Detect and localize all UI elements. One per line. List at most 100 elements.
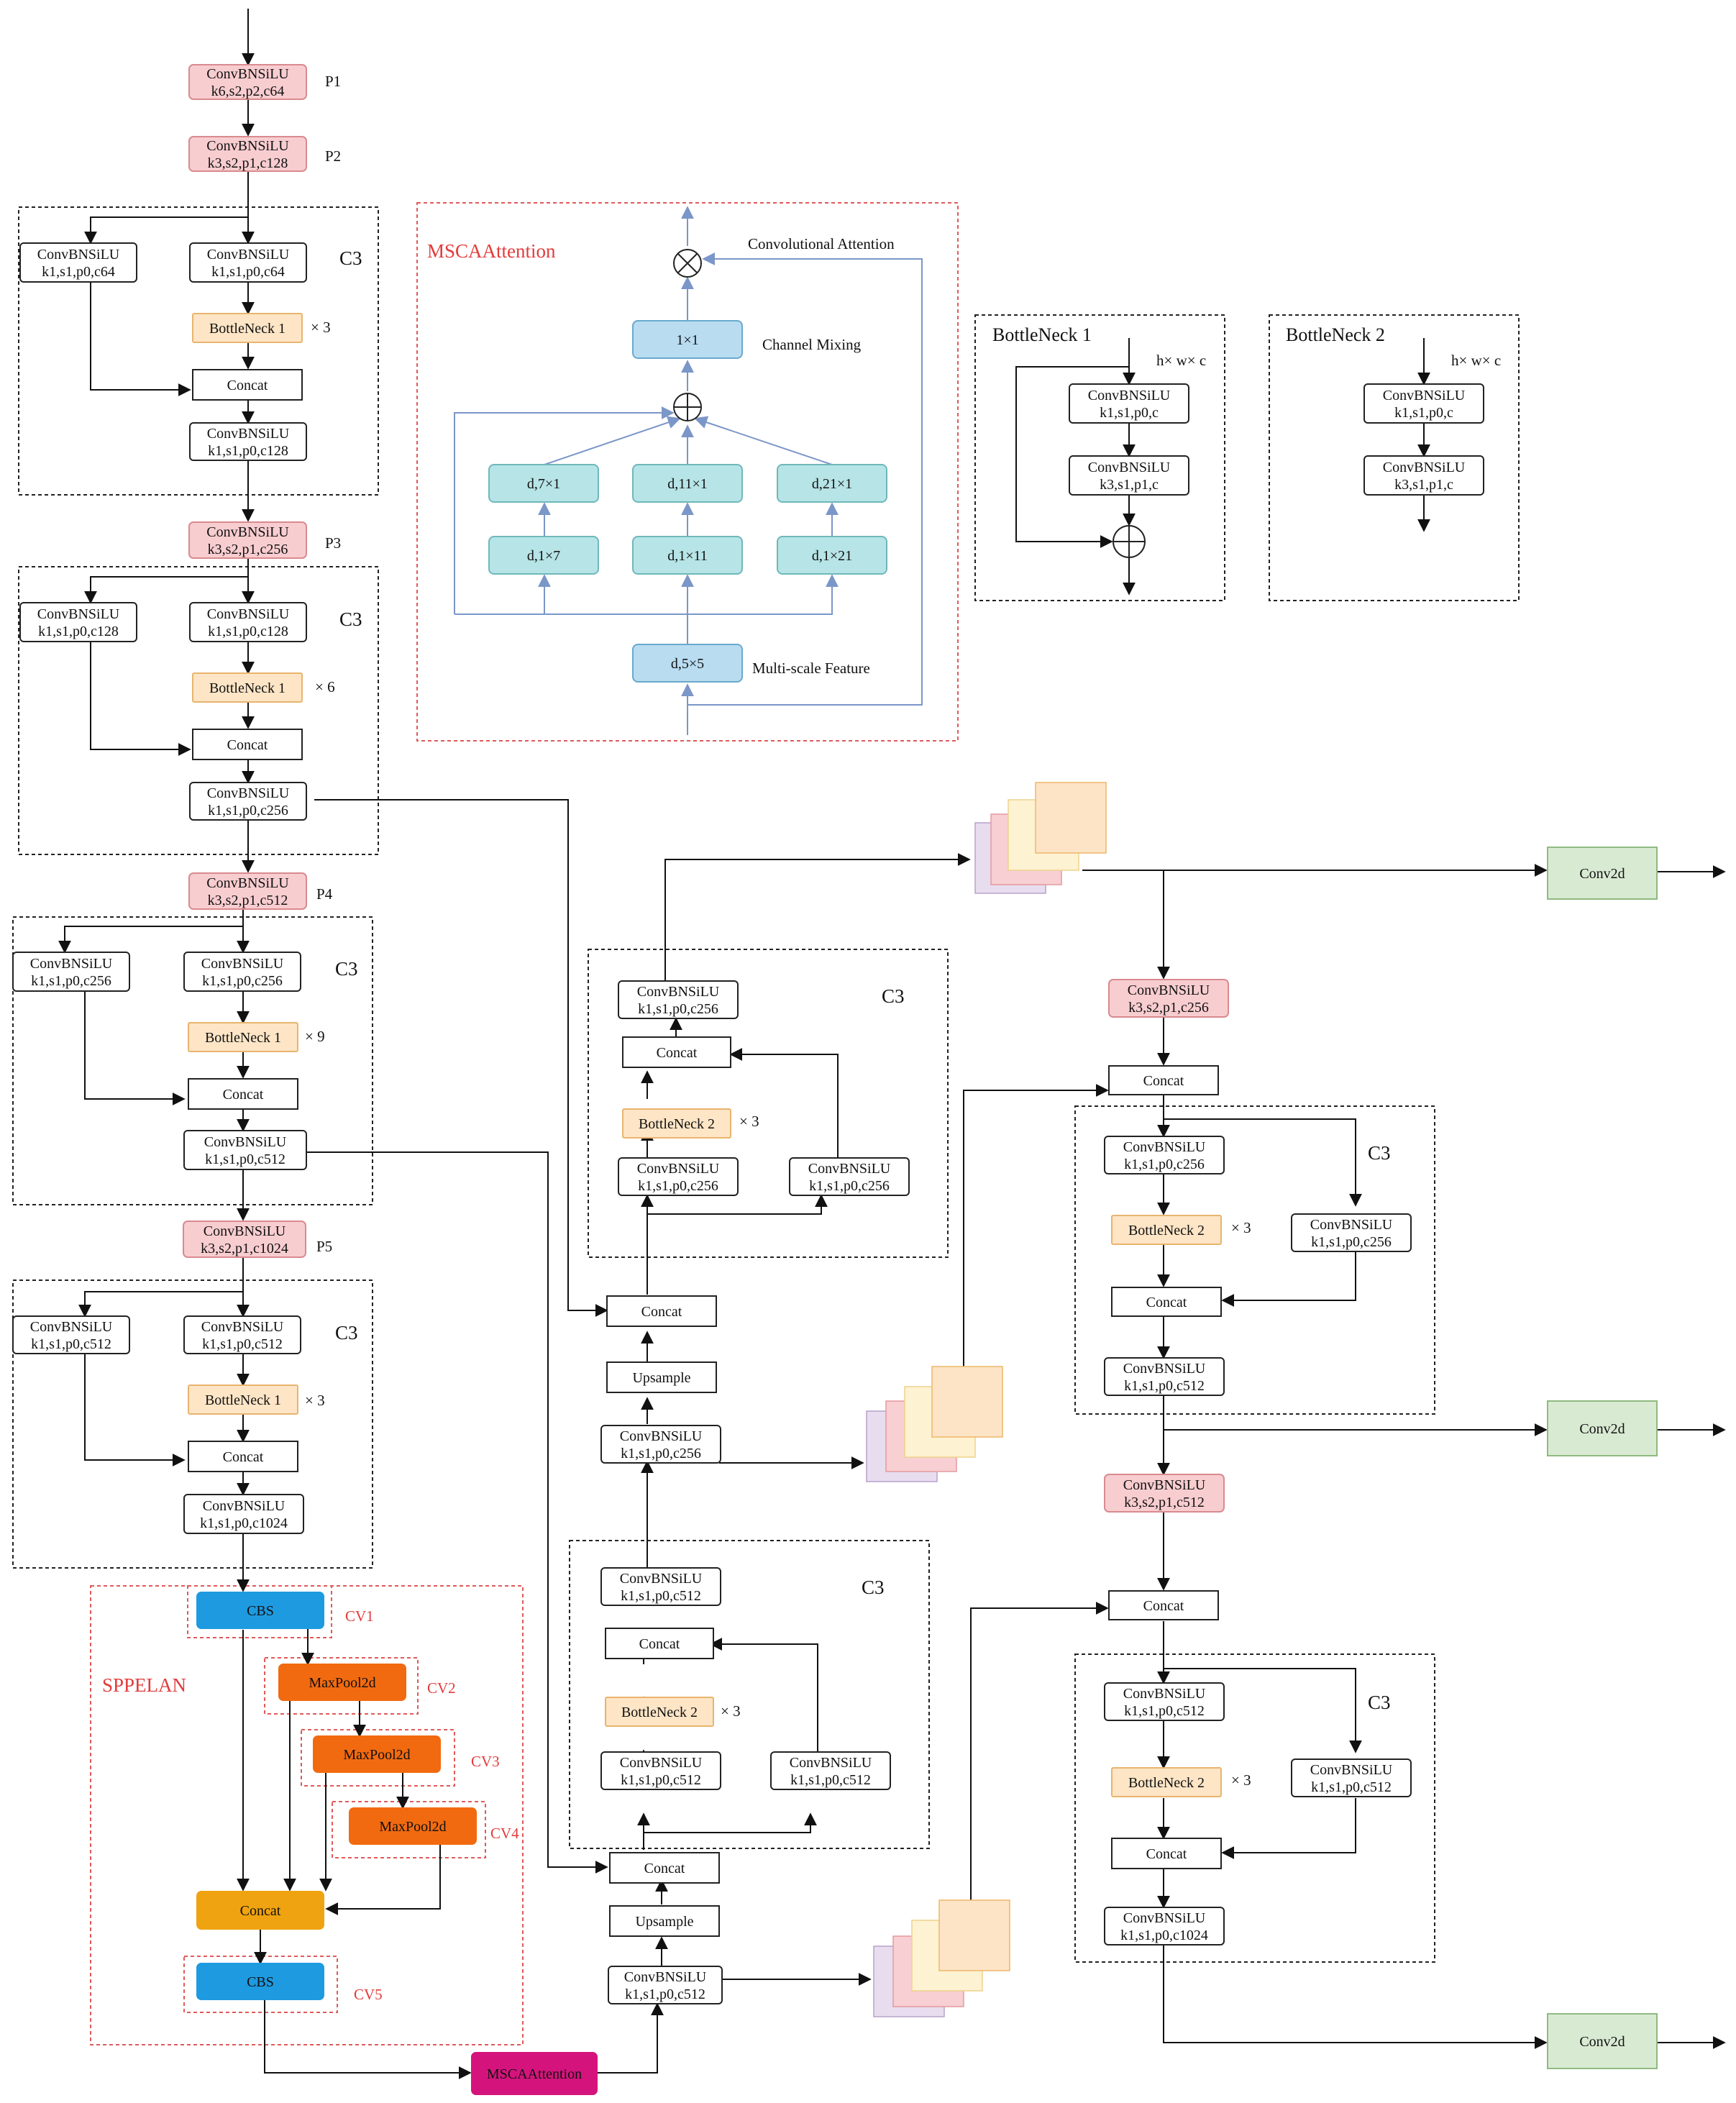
- c3-3-concat-box: [188, 1078, 298, 1110]
- msca-d1x7-box: [488, 536, 599, 575]
- msca-node: MSCAAttention: [471, 2052, 598, 2095]
- c3-2-bottleneck: BottleNeck 1: [192, 672, 303, 703]
- msca-d21x1: d,21×1: [777, 464, 887, 503]
- msca-d7x1-label: d,7×1: [527, 476, 560, 492]
- head-c3d-right-conv-label: k1,s1,p0,c512: [1311, 1779, 1392, 1795]
- head-c3c-bottleneck-label: BottleNeck 2: [1128, 1223, 1205, 1238]
- bottleneck2-title: BottleNeck 2: [1286, 324, 1385, 345]
- msca-node-box: [471, 2052, 598, 2095]
- msca-d11x1-box: [632, 464, 743, 503]
- c3-3-out-conv-label: ConvBNSiLU: [204, 1134, 287, 1150]
- c3-1-left-conv-label: ConvBNSiLU: [37, 247, 120, 263]
- c3-3-bottleneck-box: [188, 1022, 298, 1052]
- neck-c3b-out-conv-box: [600, 1567, 721, 1606]
- msca-d1x11-box: [632, 536, 743, 575]
- neck-c3b-left-conv-label: ConvBNSiLU: [620, 1755, 703, 1771]
- head-concat-2: Concat: [1108, 1590, 1219, 1620]
- c3-4-bottleneck: BottleNeck 1: [188, 1384, 298, 1415]
- c3-2-left-conv-label: k1,s1,p0,c128: [38, 624, 119, 639]
- msca-d5x5: d,5×5: [632, 644, 743, 683]
- c3-2-left-conv-label: ConvBNSiLU: [37, 606, 120, 622]
- head-concat-2-label: Concat: [1143, 1598, 1184, 1614]
- msca-d11x1-label: d,11×1: [667, 476, 708, 492]
- cbs-2-box: [196, 1963, 324, 2000]
- p2-tag: P2: [325, 147, 341, 165]
- head-c3c-bottleneck-box: [1111, 1215, 1222, 1245]
- bn2-conv-2-label: k3,s1,p1,c: [1394, 477, 1453, 493]
- neck-conv-a: ConvBNSiLU k1,s1,p0,c256: [600, 1425, 721, 1464]
- neck-c3a-out-conv-box: [618, 980, 739, 1019]
- c3-1-left-conv-box: [19, 242, 137, 283]
- neck-c3a-left-conv-label: k1,s1,p0,c256: [638, 1178, 718, 1194]
- c3-1-bottleneck-box: [192, 313, 303, 343]
- c3-1-concat-label: Concat: [227, 378, 268, 393]
- neck-c3a-bottleneck: BottleNeck 2: [622, 1108, 731, 1139]
- cv5-tag: CV5: [354, 1986, 383, 2003]
- c3-4-right-conv-label: k1,s1,p0,c512: [202, 1336, 283, 1352]
- p4-conv-label: k3,s2,p1,c512: [208, 893, 288, 908]
- neck-c3a-left-conv-label: ConvBNSiLU: [637, 1161, 720, 1177]
- repeat-count: × 3: [739, 1113, 759, 1130]
- feature-stack-2: [866, 1366, 1003, 1482]
- c3-1-bottleneck-label: BottleNeck 1: [209, 321, 285, 337]
- head-c3c-out-conv-box: [1104, 1357, 1225, 1396]
- neck-c3a-out-conv-label: k1,s1,p0,c256: [638, 1001, 718, 1017]
- cv1-tag: CV1: [345, 1607, 374, 1625]
- maxpool-3: MaxPool2d: [349, 1807, 477, 1845]
- c3-1-out-conv-box: [189, 422, 307, 461]
- msca-d5x5-box: [632, 644, 743, 683]
- head-c3d-concat-box: [1111, 1838, 1222, 1869]
- neck-c3b-concat-box: [605, 1628, 714, 1659]
- msca-d1x21-label: d,1×21: [812, 548, 852, 564]
- connectors: [58, 9, 1726, 2079]
- repeat-count: × 6: [315, 678, 335, 695]
- repeat-count: × 3: [721, 1702, 741, 1720]
- msca-d1x11-label: d,1×11: [667, 548, 708, 564]
- c3-label: C3: [1368, 1142, 1391, 1164]
- neck-concat-a-label: Concat: [641, 1304, 682, 1320]
- c3-label: C3: [1368, 1692, 1391, 1713]
- c3-2-right-conv-label: ConvBNSiLU: [207, 606, 290, 622]
- neck-conv-a-label: k1,s1,p0,c256: [621, 1446, 701, 1461]
- sppelan-concat-box: [196, 1891, 324, 1930]
- neck-concat-b-label: Concat: [644, 1861, 685, 1876]
- neck-conv-b-label: ConvBNSiLU: [624, 1969, 707, 1985]
- head-concat-2-box: [1108, 1590, 1219, 1620]
- cv2-tag: CV2: [427, 1679, 456, 1697]
- p5-tag: P5: [316, 1238, 332, 1255]
- c3-3-right-conv-label: ConvBNSiLU: [201, 956, 284, 972]
- head-down-conv-1-label: ConvBNSiLU: [1128, 982, 1210, 998]
- neck-conv-a-box: [600, 1425, 721, 1464]
- head-c3c-out-conv-label: ConvBNSiLU: [1123, 1361, 1206, 1377]
- sppelan-title: SPPELAN: [102, 1674, 186, 1696]
- p4-conv-box: [188, 872, 307, 910]
- maxpool-2-box: [313, 1735, 441, 1773]
- neck-c3b-right-conv-label: k1,s1,p0,c512: [790, 1772, 871, 1788]
- neck-conv-a-label: ConvBNSiLU: [620, 1428, 703, 1444]
- c3-2-left-conv-box: [19, 602, 137, 642]
- neck-concat-b: Concat: [609, 1852, 720, 1884]
- head-c3d-bottleneck: BottleNeck 2: [1111, 1767, 1222, 1797]
- neck-upsample-a-box: [606, 1361, 717, 1393]
- msca-d21x1-label: d,21×1: [812, 476, 852, 492]
- conv2d-2: Conv2d: [1547, 1400, 1658, 1456]
- c3-3-concat: Concat: [188, 1078, 298, 1110]
- repeat-count: × 3: [1231, 1771, 1251, 1789]
- maxpool-2-label: MaxPool2d: [343, 1747, 410, 1763]
